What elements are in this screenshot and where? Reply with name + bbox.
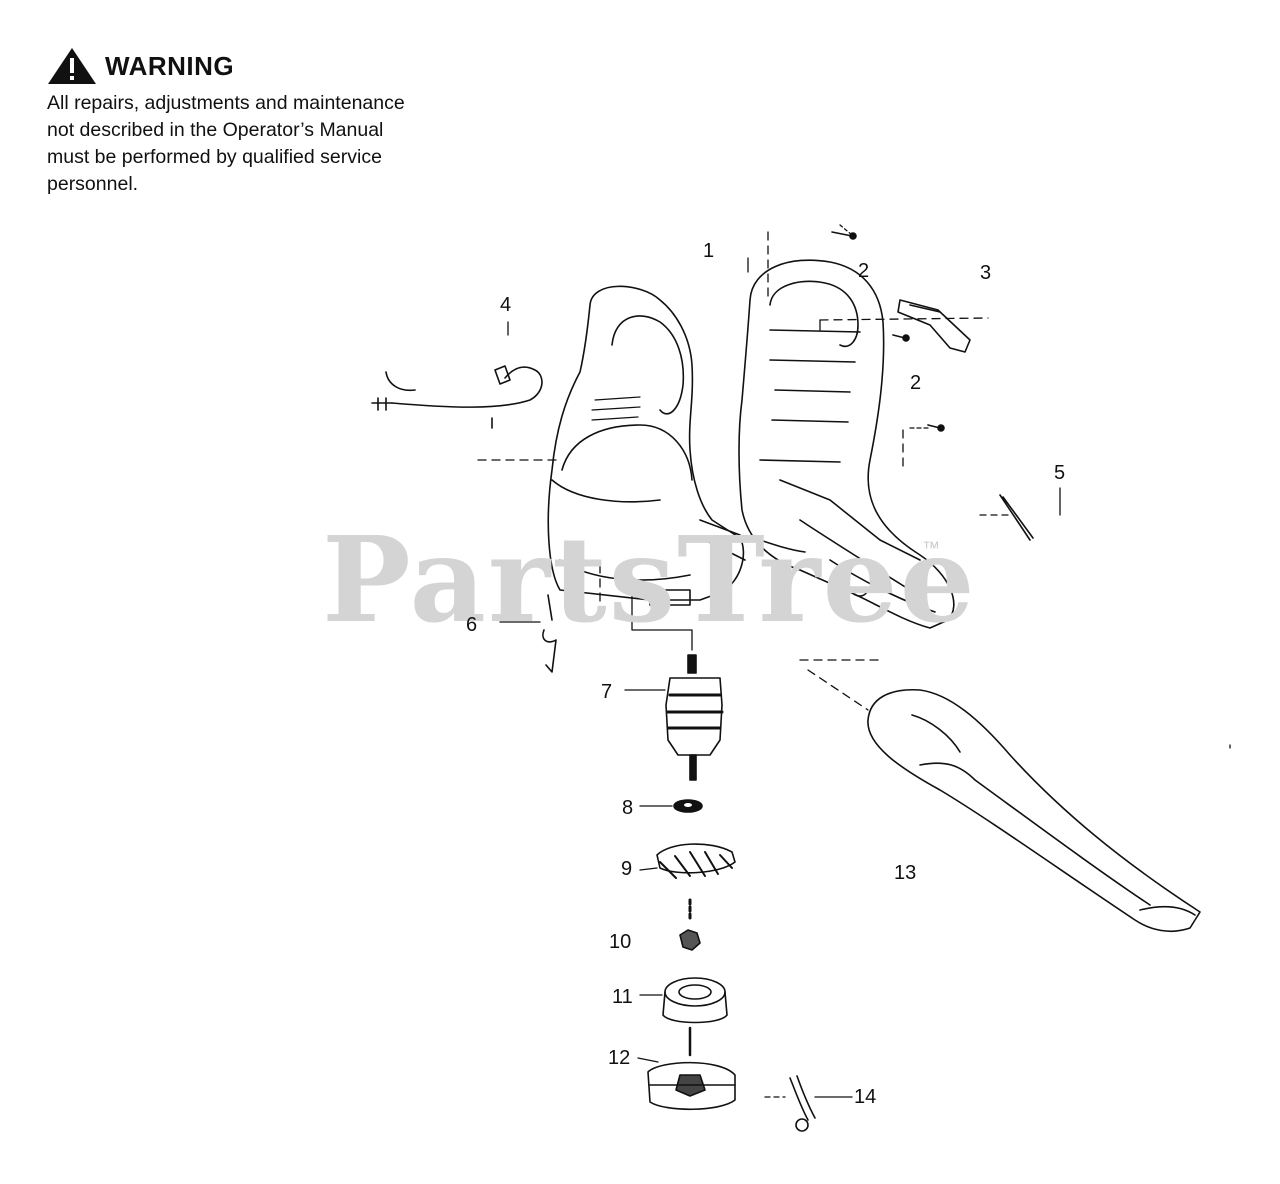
callout-7: 7: [601, 681, 613, 703]
motor: [665, 654, 724, 781]
housing-left-half: [547, 285, 746, 606]
trademark-symbol: ™: [922, 538, 940, 558]
callout-3: 3: [980, 262, 992, 284]
warning-line: All repairs, adjustments and maintenance: [47, 92, 405, 114]
callout-1: 1: [703, 240, 715, 262]
warning-line: not described in the Operator’s Manual: [47, 119, 384, 141]
callout-5: 5: [1054, 462, 1066, 484]
warning-text: All repairs, adjustments and maintenance…: [47, 90, 447, 198]
leader-lines: [477, 224, 1231, 1098]
callout-10: 10: [609, 931, 632, 953]
warning-title: WARNING: [105, 50, 235, 81]
callout-12: 12: [608, 1047, 631, 1069]
housing-right-half: [738, 259, 955, 629]
callout-8: 8: [622, 797, 634, 819]
callout-6: 6: [466, 614, 478, 636]
callout-9: 9: [621, 858, 633, 880]
screw: [831, 231, 857, 240]
washer: [673, 799, 703, 813]
motor-base: [647, 1061, 736, 1111]
fan-impeller: [656, 843, 736, 920]
warning-block: WARNING All repairs, adjustments and mai…: [47, 46, 447, 198]
cord-clip: [542, 594, 557, 673]
warning-header: WARNING: [47, 46, 447, 86]
callout-4: 4: [500, 294, 512, 316]
callout-2: 2: [858, 260, 870, 282]
callout-14: 14: [854, 1086, 877, 1108]
warning-line: must be performed by qualified service: [47, 146, 382, 168]
callout-13: 13: [894, 862, 917, 884]
screw: [789, 1075, 816, 1132]
warning-triangle-icon: [48, 48, 96, 84]
screw: [999, 494, 1034, 541]
nut: [679, 929, 701, 951]
callout-2: 2: [910, 372, 922, 394]
screw: [927, 424, 945, 432]
callout-11: 11: [612, 986, 633, 1008]
bearing-cup: [662, 977, 728, 1057]
warning-line: personnel.: [47, 173, 139, 195]
switch: [897, 299, 971, 353]
screw: [892, 334, 910, 342]
power-cord: [371, 365, 543, 429]
blower-tube: [867, 688, 1201, 932]
